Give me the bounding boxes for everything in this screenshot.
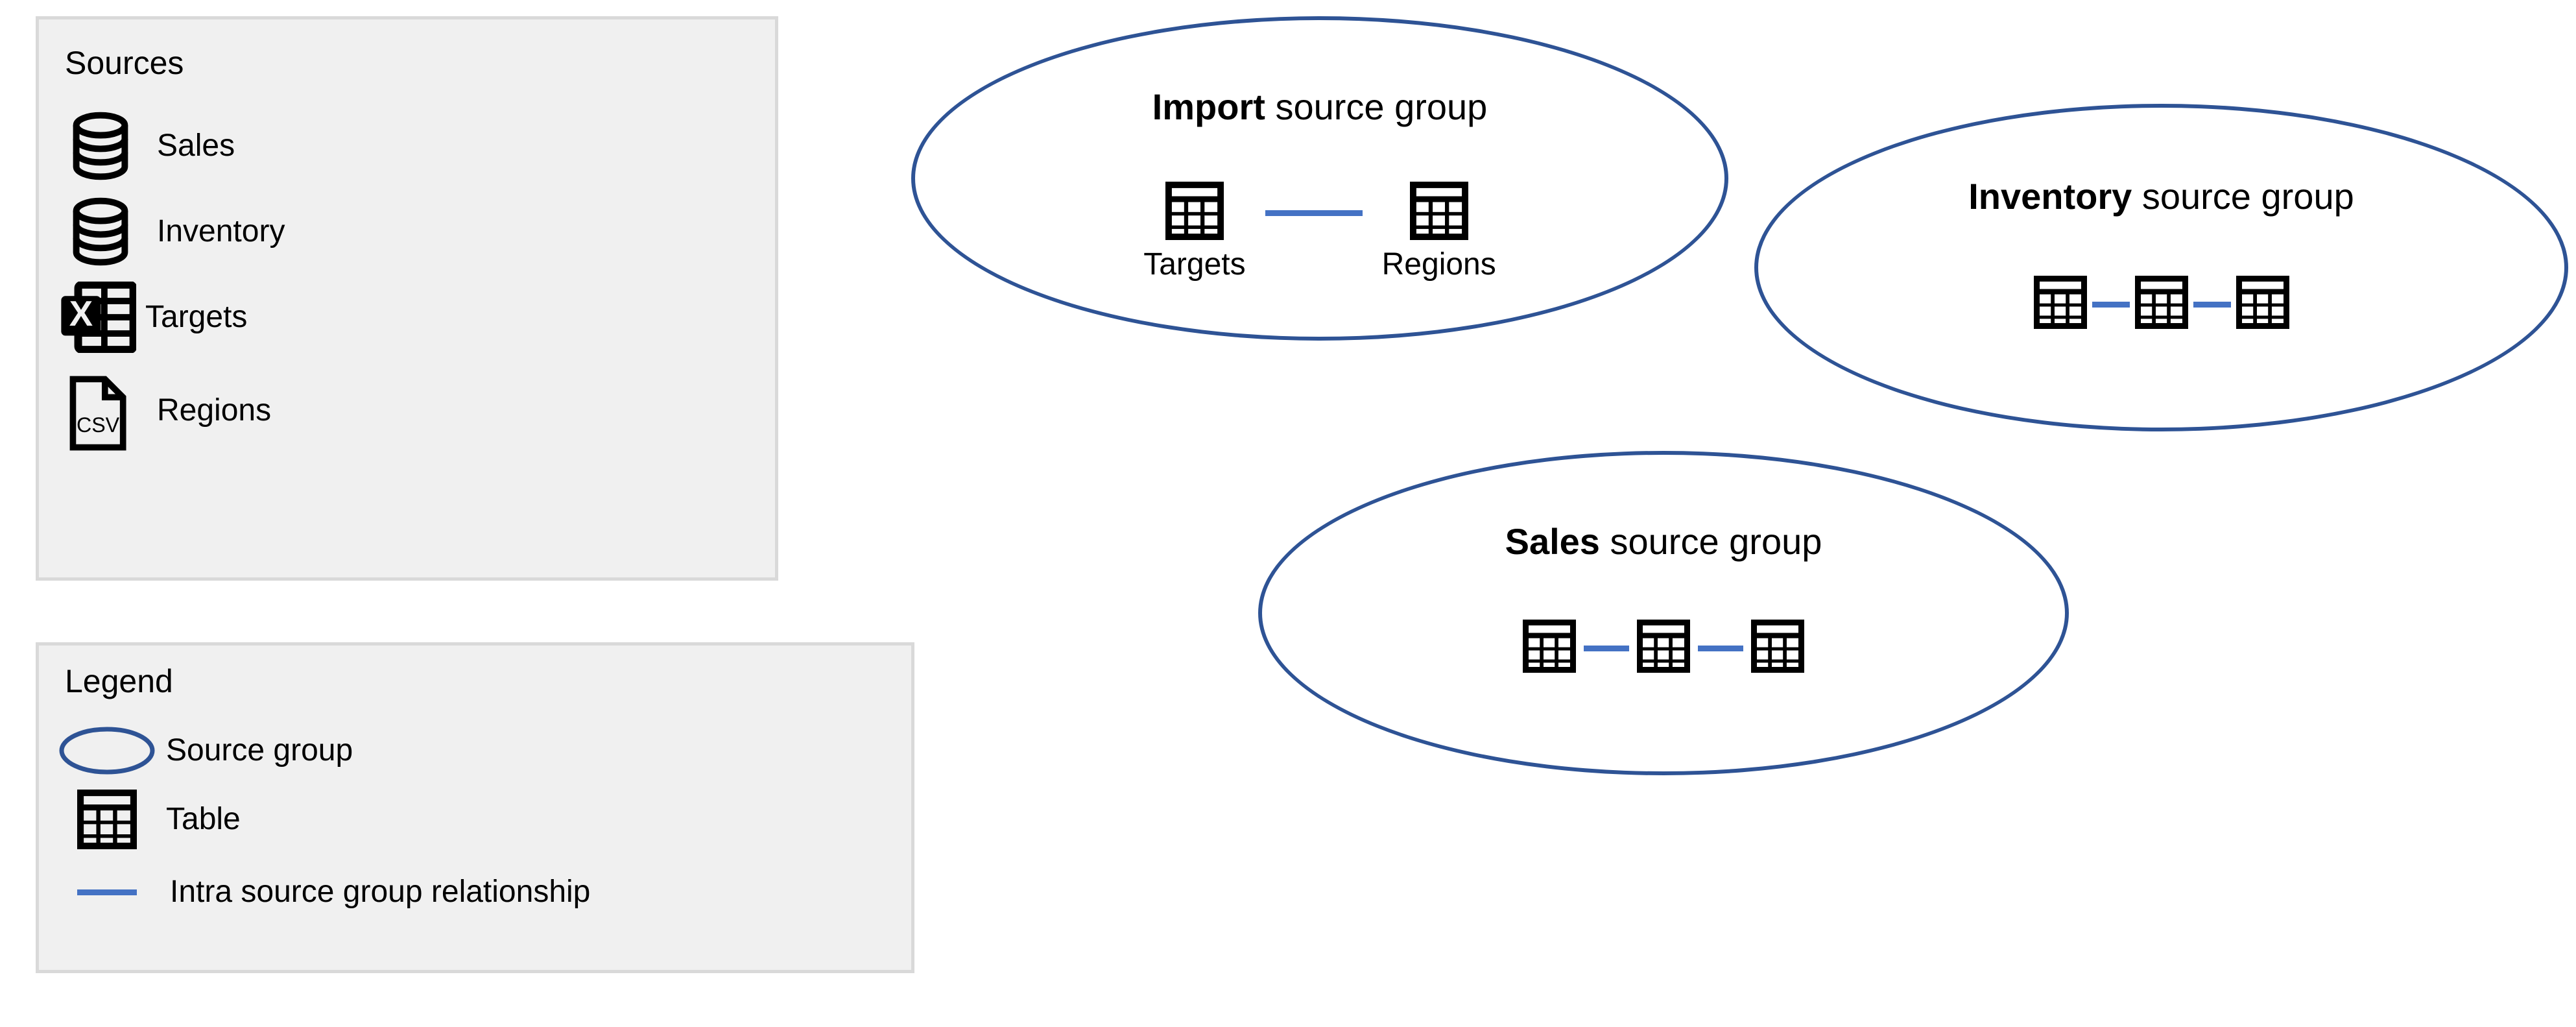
relationship-line <box>1584 646 1629 651</box>
table-node-label: Regions <box>1381 247 1496 282</box>
table-icon <box>1523 620 1576 673</box>
source-group-title: Inventory source group <box>1754 178 2568 215</box>
table-icon <box>1409 182 1468 240</box>
source-group-title-rest: source group <box>2132 176 2354 217</box>
table-node[interactable]: Targets <box>1143 182 1246 282</box>
source-group-sales[interactable]: Sales source group <box>1258 451 2069 775</box>
legend-item-table: Table <box>58 787 241 852</box>
excel-file-icon: X <box>58 282 136 353</box>
database-icon <box>65 110 136 182</box>
source-group-title: Sales source group <box>1258 524 2069 560</box>
sources-panel-title: Sources <box>65 45 184 81</box>
table-node-label: Targets <box>1143 247 1246 282</box>
source-group-ellipse <box>911 16 1728 341</box>
legend-panel: Legend Source group <box>36 642 914 973</box>
table-icon <box>2033 276 2087 329</box>
table-node[interactable] <box>1523 620 1576 682</box>
source-item-regions[interactable]: CSV Regions <box>65 375 272 451</box>
table-icon <box>1637 620 1690 673</box>
relationship-line <box>2092 302 2130 308</box>
source-group-ellipse <box>1754 104 2568 431</box>
source-group-title-rest: source group <box>1599 521 1822 562</box>
source-group-title-bold: Sales <box>1505 521 1600 562</box>
source-item-sales[interactable]: Sales <box>65 110 235 182</box>
source-group-title-bold: Inventory <box>1968 176 2132 217</box>
legend-item-label: Source group <box>166 733 353 767</box>
table-icon <box>1165 182 1224 240</box>
source-item-label: Targets <box>145 300 248 334</box>
relationship-line <box>2193 302 2231 308</box>
svg-text:CSV: CSV <box>77 413 120 437</box>
database-icon <box>65 196 136 267</box>
table-node[interactable] <box>2033 276 2087 338</box>
relationship-line <box>1698 646 1743 651</box>
table-icon <box>1751 620 1804 673</box>
table-node[interactable] <box>2134 276 2188 338</box>
legend-item-label: Intra source group relationship <box>170 875 591 909</box>
line-icon <box>58 860 156 924</box>
source-group-tables <box>1258 620 2069 682</box>
source-item-label: Inventory <box>157 214 285 248</box>
source-group-inventory[interactable]: Inventory source group <box>1754 104 2568 431</box>
legend-item-relationship: Intra source group relationship <box>58 860 590 924</box>
table-icon <box>58 787 156 852</box>
relationship-line <box>1265 210 1363 216</box>
table-icon <box>2236 276 2289 329</box>
source-group-tables: Targets Regions <box>911 182 1728 280</box>
source-group-import[interactable]: Import source group Targets <box>911 16 1728 341</box>
source-group-tables <box>1754 276 2568 338</box>
source-item-targets[interactable]: X Targets <box>58 282 247 353</box>
source-item-label: Sales <box>157 128 235 163</box>
ellipse-icon <box>58 718 156 783</box>
source-item-inventory[interactable]: Inventory <box>65 196 285 267</box>
legend-item-source-group: Source group <box>58 718 353 783</box>
source-item-label: Regions <box>157 393 272 428</box>
csv-file-icon: CSV <box>65 375 136 451</box>
table-node[interactable]: Regions <box>1382 182 1496 280</box>
source-group-title-bold: Import <box>1152 86 1265 127</box>
svg-text:X: X <box>69 294 93 333</box>
source-group-title-rest: source group <box>1265 86 1488 127</box>
table-node[interactable] <box>1751 620 1804 682</box>
source-group-title: Import source group <box>911 89 1728 125</box>
table-icon <box>2134 276 2188 329</box>
sources-panel: Sources Sales <box>36 16 778 581</box>
legend-item-label: Table <box>166 802 241 836</box>
legend-panel-title: Legend <box>65 663 173 699</box>
table-node[interactable] <box>1637 620 1690 682</box>
table-node[interactable] <box>2236 276 2289 338</box>
source-group-ellipse <box>1258 451 2069 775</box>
